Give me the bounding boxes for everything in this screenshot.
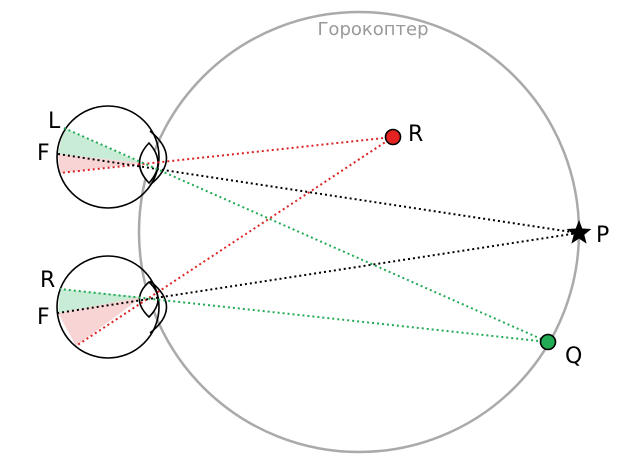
red-dot-icon bbox=[384, 128, 402, 146]
lower-eye-fovea-label: F bbox=[37, 305, 50, 330]
lower-eye-cornea bbox=[149, 280, 168, 334]
point-P-label: P bbox=[596, 223, 609, 248]
point-Q-label: Q bbox=[565, 344, 582, 369]
lower-eye-red-wedge bbox=[58, 297, 142, 346]
upper-green-ray-to-Q bbox=[63, 127, 549, 343]
upper-black-ray-to-P bbox=[57, 153, 579, 234]
upper-red-ray-to-R bbox=[59, 136, 394, 174]
lower-red-ray-to-R bbox=[75, 136, 394, 347]
upper-eye-ball bbox=[56, 105, 160, 209]
upper-eye-red-wedge bbox=[58, 154, 142, 173]
upper-eye-top-label: L bbox=[48, 109, 61, 134]
green-dot-icon bbox=[539, 333, 557, 351]
upper-eye-cornea bbox=[149, 130, 168, 186]
black-star-icon bbox=[566, 220, 592, 244]
point-R-label: R bbox=[408, 122, 423, 147]
lower-green-ray-to-Q bbox=[59, 288, 549, 343]
lower-eye-green-wedge bbox=[58, 289, 142, 313]
upper-eye-green-wedge bbox=[58, 128, 142, 163]
horopter-title: Горокоптер bbox=[317, 19, 428, 40]
horopter-circle bbox=[137, 10, 581, 454]
lower-eye-top-label: R bbox=[40, 268, 55, 293]
upper-eye-fovea-label: F bbox=[37, 141, 50, 166]
lower-eye-ball bbox=[56, 255, 160, 359]
